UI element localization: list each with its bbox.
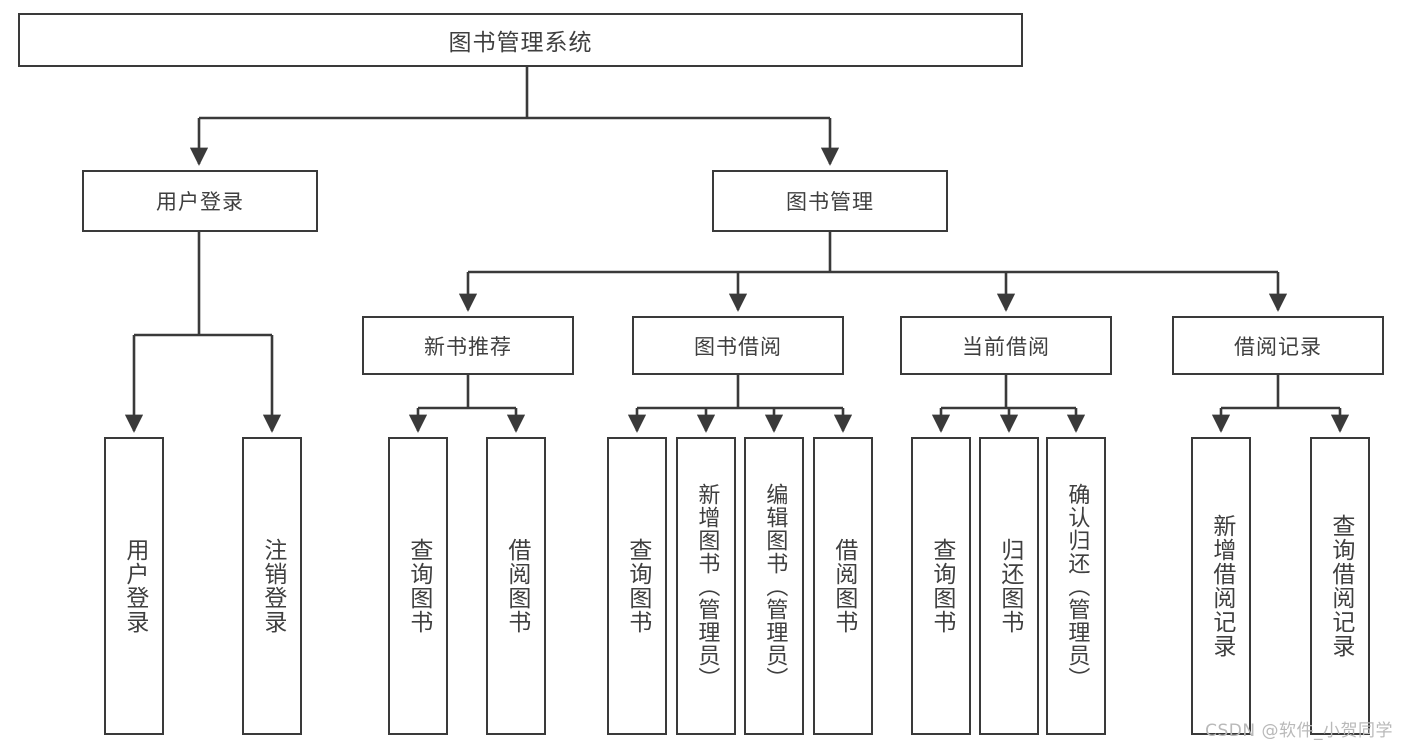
csdn-watermark: CSDN @软件_小贺同学 xyxy=(1205,721,1393,741)
leaf-record-add-borrow-record[interactable]: 新增借阅记录 xyxy=(1191,437,1251,735)
leaf-current-query-book[interactable]: 查询图书 xyxy=(911,437,971,735)
leaf-newbook-query-book[interactable]: 查询图书 xyxy=(388,437,448,735)
leaf-current-confirm-return-admin[interactable]: 确认归还（管理员） xyxy=(1046,437,1106,735)
node-user-login[interactable]: 用户登录 xyxy=(82,170,318,232)
leaf-newbook-borrow-book[interactable]: 借阅图书 xyxy=(486,437,546,735)
leaf-borrow-edit-book-admin[interactable]: 编辑图书（管理员） xyxy=(744,437,804,735)
leaf-current-return-book[interactable]: 归还图书 xyxy=(979,437,1039,735)
node-book-management[interactable]: 图书管理 xyxy=(712,170,948,232)
leaf-borrow-borrow-book[interactable]: 借阅图书 xyxy=(813,437,873,735)
leaf-borrow-add-book-admin[interactable]: 新增图书（管理员） xyxy=(676,437,736,735)
node-borrow-record[interactable]: 借阅记录 xyxy=(1172,316,1384,375)
node-book-borrow[interactable]: 图书借阅 xyxy=(632,316,844,375)
node-root-system[interactable]: 图书管理系统 xyxy=(18,13,1023,67)
leaf-borrow-query-book[interactable]: 查询图书 xyxy=(607,437,667,735)
node-new-book-recommend[interactable]: 新书推荐 xyxy=(362,316,574,375)
leaf-logout-login[interactable]: 注销登录 xyxy=(242,437,302,735)
leaf-user-login[interactable]: 用户登录 xyxy=(104,437,164,735)
leaf-record-query-borrow-record[interactable]: 查询借阅记录 xyxy=(1310,437,1370,735)
node-current-borrow[interactable]: 当前借阅 xyxy=(900,316,1112,375)
